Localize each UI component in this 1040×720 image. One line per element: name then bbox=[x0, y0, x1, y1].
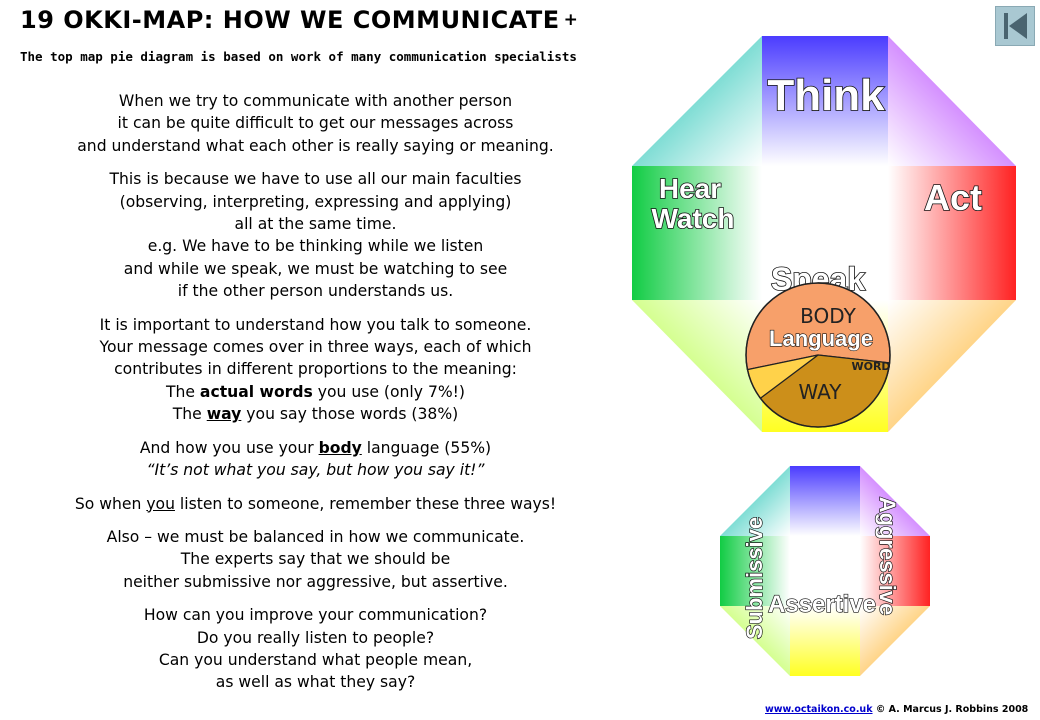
text-line: Do you really listen to people? bbox=[196, 628, 435, 647]
emphasis-way: way bbox=[206, 405, 242, 424]
website-link[interactable]: www.octaikon.co.uk bbox=[765, 704, 873, 715]
title-text: 19 OKKI-MAP: HOW WE COMMUNICATE bbox=[20, 6, 560, 34]
assertive-label: Assertive bbox=[768, 591, 876, 618]
paragraph-intro: When we try to communicate with another … bbox=[28, 90, 603, 157]
text-line: contributes in different proportions to … bbox=[114, 360, 517, 379]
text-line: The experts say that we should be bbox=[180, 550, 451, 569]
text-line-you: So when you listen to someone, remember … bbox=[28, 493, 603, 515]
text-fragment: So when bbox=[74, 494, 147, 513]
text-line-way: The way you say those words (38%) bbox=[28, 403, 603, 425]
plus-icon[interactable]: + bbox=[563, 10, 579, 30]
paragraph-balanced: Also – we must be balanced in how we com… bbox=[28, 526, 603, 593]
text-line: This is because we have to use all our m… bbox=[109, 170, 522, 189]
text-line: and understand what each other is really… bbox=[77, 136, 554, 155]
communication-pie bbox=[745, 282, 891, 428]
text-fragment: you say those words (38%) bbox=[241, 405, 459, 424]
pie-language-label: Language bbox=[769, 326, 873, 351]
text-fragment: And how you use your bbox=[139, 438, 319, 457]
skip-back-icon bbox=[1004, 13, 1027, 39]
text-line: Your message comes over in three ways, e… bbox=[99, 338, 532, 357]
text-line: Can you understand what people mean, bbox=[158, 650, 473, 669]
bottom-octagon bbox=[720, 466, 930, 676]
text-line-body: And how you use your body language (55%) bbox=[28, 437, 603, 459]
paragraph-body-language: And how you use your body language (55%)… bbox=[28, 437, 603, 482]
hear-label: Hear bbox=[659, 173, 721, 204]
paragraph-questions: How can you improve your communication? … bbox=[28, 604, 603, 694]
text-fragment: The bbox=[172, 405, 207, 424]
text-fragment: The bbox=[165, 382, 200, 401]
text-line: When we try to communicate with another … bbox=[118, 92, 513, 110]
emphasis-you: you bbox=[146, 494, 175, 513]
text-line: (observing, interpreting, expressing and… bbox=[119, 192, 512, 211]
text-fragment: listen to someone, remember these three … bbox=[174, 494, 557, 513]
text-fragment: you use (only 7%!) bbox=[312, 382, 466, 401]
quote-line: “It’s not what you say, but how you say … bbox=[146, 461, 485, 480]
aggressive-label: Aggressive bbox=[875, 497, 900, 616]
pie-outline bbox=[745, 282, 891, 428]
copyright-text: © A. Marcus J. Robbins 2008 bbox=[872, 704, 1029, 715]
pie-word-label: WORD bbox=[851, 360, 890, 373]
watch-label: Watch bbox=[652, 203, 735, 234]
back-to-start-button[interactable] bbox=[995, 6, 1035, 46]
text-line: and while we speak, we must be watching … bbox=[123, 259, 508, 278]
text-line: It is important to understand how you ta… bbox=[99, 315, 532, 334]
text-line: as well as what they say? bbox=[215, 673, 416, 692]
text-line-words: The actual words you use (only 7%!) bbox=[28, 381, 603, 403]
page-title: 19 OKKI-MAP: HOW WE COMMUNICATE+ bbox=[20, 6, 578, 34]
pie-way-label: WAY bbox=[798, 380, 842, 404]
pie-body-label: BODY bbox=[800, 304, 856, 328]
text-line: it can be quite difficult to get our mes… bbox=[117, 114, 514, 133]
emphasis-body: body bbox=[318, 438, 362, 457]
text-line: neither submissive nor aggressive, but a… bbox=[123, 572, 508, 591]
text-line: Also – we must be balanced in how we com… bbox=[106, 527, 525, 546]
paragraph-faculties: This is because we have to use all our m… bbox=[28, 168, 603, 302]
main-text: When we try to communicate with another … bbox=[28, 90, 603, 705]
text-line: if the other person understands us. bbox=[177, 282, 454, 301]
paragraph-remember: So when you listen to someone, remember … bbox=[28, 493, 603, 515]
submissive-label: Submissive bbox=[742, 517, 767, 639]
text-line: e.g. We have to be thinking while we lis… bbox=[147, 237, 484, 256]
emphasis-actual-words: actual words bbox=[199, 382, 313, 401]
text-line: all at the same time. bbox=[234, 215, 397, 234]
page-subtitle: The top map pie diagram is based on work… bbox=[20, 49, 577, 64]
act-label: Act bbox=[924, 177, 982, 218]
think-label: Think bbox=[767, 71, 885, 120]
paragraph-three-ways: It is important to understand how you ta… bbox=[28, 314, 603, 426]
text-fragment: language (55%) bbox=[361, 438, 492, 457]
footer-credit: www.octaikon.co.uk © A. Marcus J. Robbin… bbox=[765, 704, 1028, 715]
text-line: How can you improve your communication? bbox=[143, 606, 488, 625]
